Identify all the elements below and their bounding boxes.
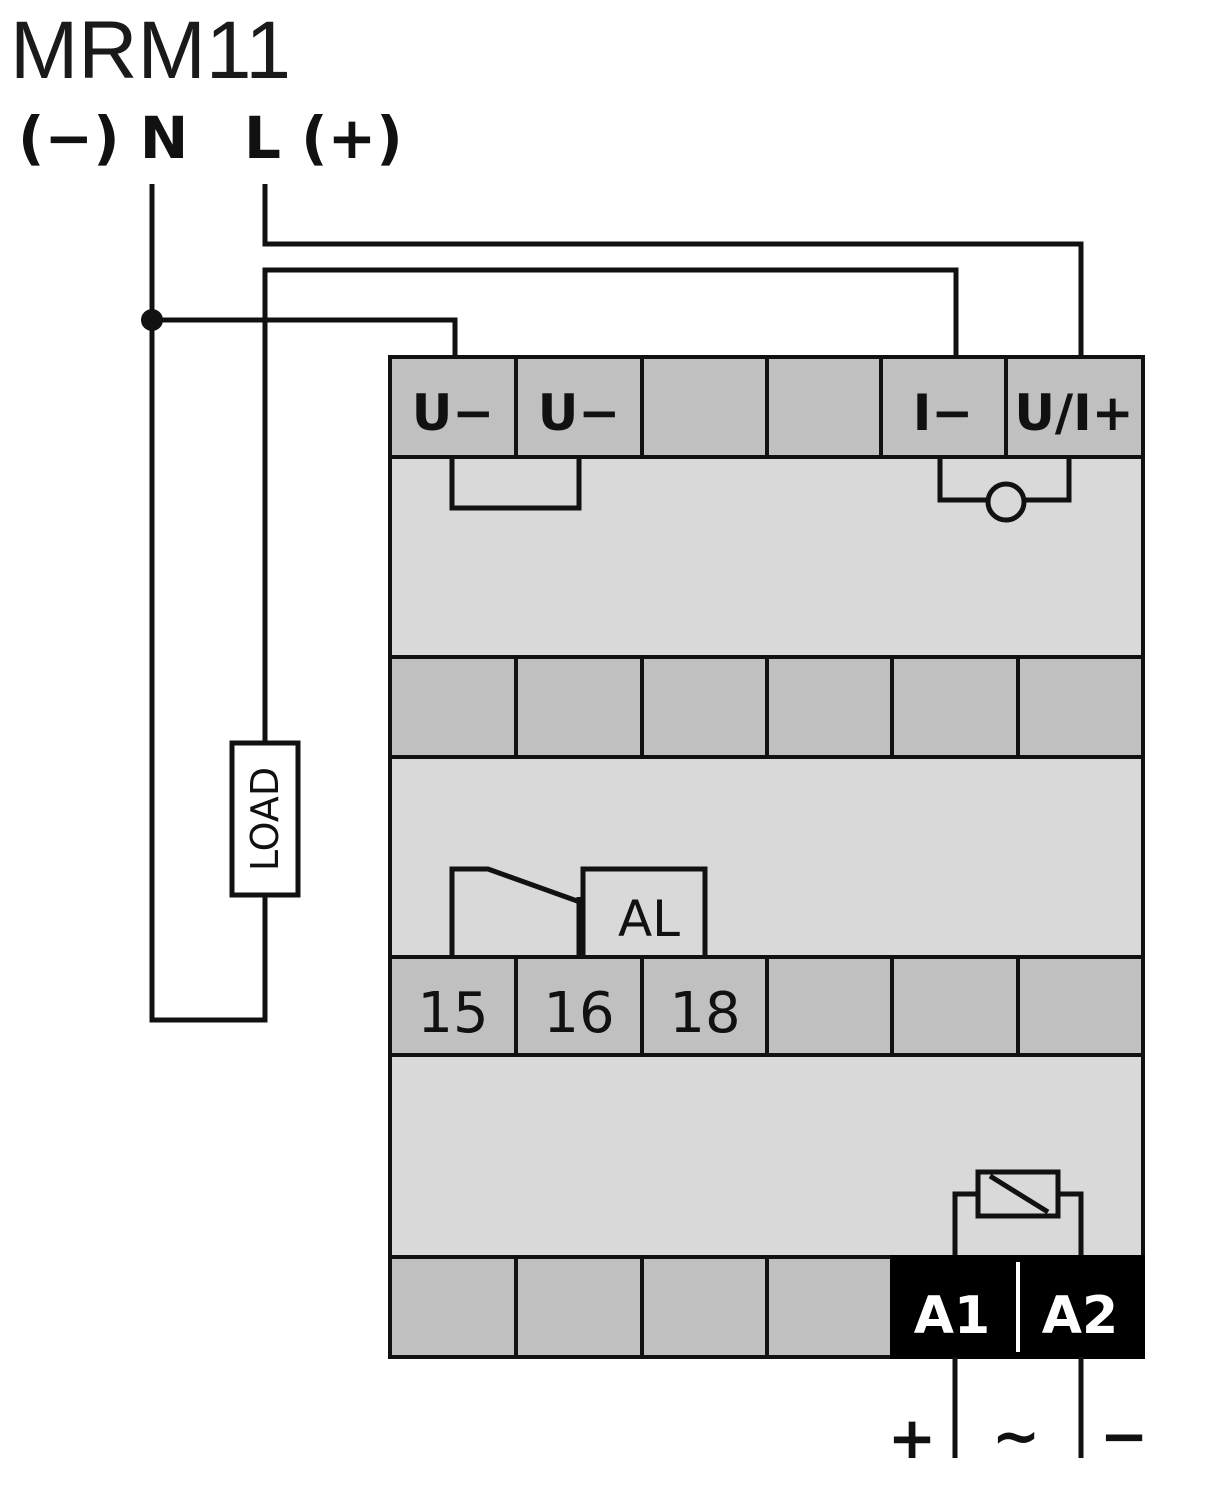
middle-terminal-4 <box>765 655 894 759</box>
terminal-label-16: 16 <box>543 981 614 1046</box>
terminal-15 <box>388 955 518 1057</box>
middle-terminal-2 <box>514 655 644 759</box>
alarm-label: AL <box>618 890 680 948</box>
terminal-label-u-i-plus: U/I+ <box>1014 384 1133 442</box>
polarity-plus: + <box>888 1404 937 1472</box>
coil-terminal-row: A1 A2 <box>388 1255 1145 1359</box>
terminal-label-a2: A2 <box>1042 1286 1118 1346</box>
load-label: LOAD <box>243 767 287 871</box>
bottom-terminal-1 <box>388 1255 518 1359</box>
coil-symbol <box>952 1169 1084 1257</box>
bottom-terminal-3 <box>640 1255 769 1359</box>
middle-terminal-6 <box>1016 655 1145 759</box>
neutral-wire-to-u-minus <box>152 317 458 357</box>
polarity-ac: ~ <box>992 1402 1041 1470</box>
relay-contact-symbol: AL <box>449 866 708 957</box>
current-input-circle <box>985 481 1027 523</box>
terminal-blank-3 <box>640 355 769 459</box>
output-terminal-row: 15 16 18 <box>388 955 1145 1057</box>
load-element: LOAD <box>229 740 301 898</box>
polarity-minus: − <box>1100 1402 1149 1470</box>
bottom-terminal-4 <box>765 1255 894 1359</box>
middle-terminal-3 <box>640 655 769 759</box>
middle-terminal-5 <box>890 655 1020 759</box>
terminal-label-a1: A1 <box>914 1286 990 1346</box>
terminal-label-18: 18 <box>669 981 740 1046</box>
neutral-junction-dot <box>141 309 163 331</box>
neutral-label: (−) N <box>18 104 188 172</box>
load-box <box>229 740 301 898</box>
terminal-u-i-plus <box>1004 355 1145 459</box>
coil-supply-leads: + ~ − <box>888 1357 1149 1472</box>
line-wire-to-ui-plus <box>262 184 1084 357</box>
u-minus-bridge <box>449 457 582 511</box>
external-wiring <box>141 184 1084 1023</box>
terminal-blank-4 <box>765 355 883 459</box>
output-terminal-4 <box>765 955 894 1057</box>
contact-common-lead <box>449 866 581 957</box>
load-wire-to-i-minus <box>262 267 959 743</box>
terminal-16 <box>514 955 644 1057</box>
alarm-box <box>580 866 708 957</box>
coil-leads <box>952 1191 1084 1257</box>
neutral-wire <box>149 184 268 1023</box>
terminal-label-u-minus-2: U− <box>538 384 621 442</box>
terminal-18 <box>640 955 769 1057</box>
line-label: L (+) <box>244 104 403 172</box>
coil-diagonal <box>988 1173 1050 1215</box>
middle-terminal-row <box>388 655 1145 759</box>
top-terminal-row: U− U− I− U/I+ <box>388 355 1145 459</box>
terminal-label-i-minus: I− <box>913 384 974 442</box>
output-terminal-5 <box>890 955 1020 1057</box>
terminal-label-15: 15 <box>417 981 488 1046</box>
device-housing: U− U− I− U/I+ AL <box>388 355 1145 1359</box>
middle-terminal-1 <box>388 655 518 759</box>
device-title: MRM11 <box>10 5 291 96</box>
bottom-terminal-2 <box>514 1255 644 1359</box>
terminal-label-u-minus-1: U− <box>412 384 495 442</box>
output-terminal-6 <box>1016 955 1145 1057</box>
